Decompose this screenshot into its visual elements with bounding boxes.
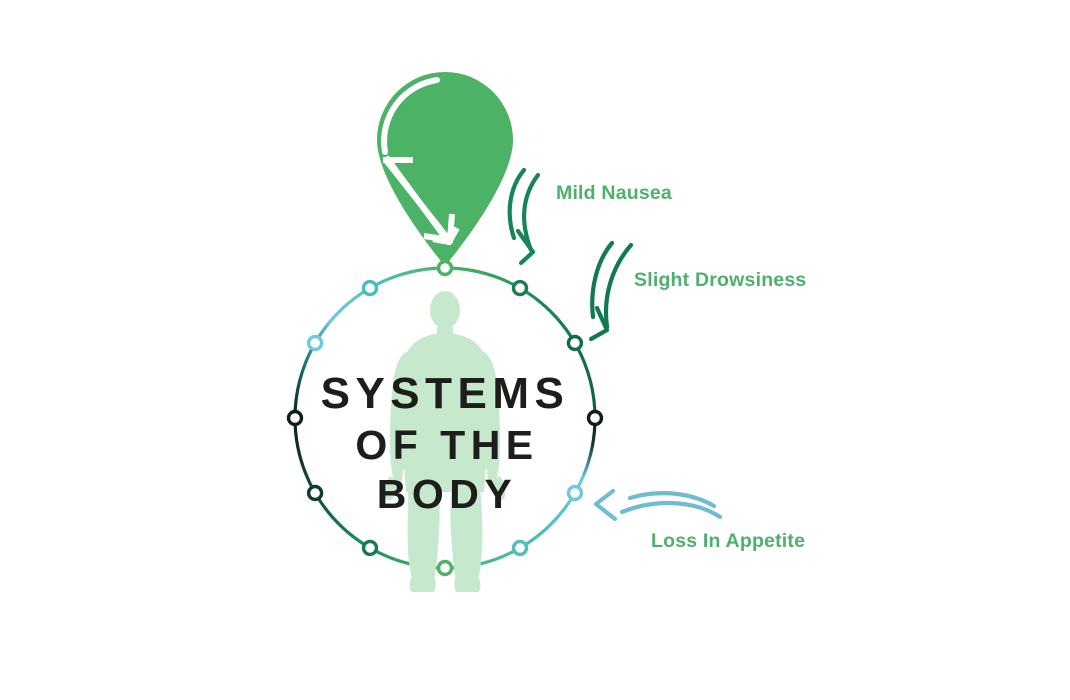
location-pin-marker	[377, 72, 513, 266]
ring-node	[436, 259, 454, 277]
pin-inner-arrowhead	[423, 213, 455, 244]
ring-node	[306, 334, 324, 352]
ring-node	[436, 559, 454, 577]
ring-node	[361, 279, 379, 297]
center-title-line-1: SYSTEMS	[321, 369, 570, 418]
pin-highlight-arc	[381, 77, 440, 155]
mild-nausea-arrow	[507, 167, 541, 266]
center-title-line-3: BODY	[377, 471, 517, 517]
ring-node	[566, 334, 584, 352]
callout-label-mild-nausea: Mild Nausea	[556, 182, 672, 204]
slight-drowsiness-arrow	[588, 240, 634, 342]
center-title-line-2: OF THE	[355, 422, 538, 468]
ring-node	[286, 409, 304, 427]
ring-node-group	[286, 259, 604, 577]
human-body-silhouette	[384, 291, 506, 592]
center-title: SYSTEMS OF THE BODY	[321, 369, 570, 517]
ring-node	[361, 539, 379, 557]
ring-node	[511, 279, 529, 297]
callout-label-loss-in-appetite: Loss In Appetite	[651, 530, 805, 552]
ring-node	[306, 484, 324, 502]
ring-node	[586, 409, 604, 427]
ring-node	[566, 484, 584, 502]
ring-node	[511, 539, 529, 557]
callout-label-slight-drowsiness: Slight Drowsiness	[634, 269, 806, 291]
loss-in-appetite-arrow	[593, 488, 723, 522]
